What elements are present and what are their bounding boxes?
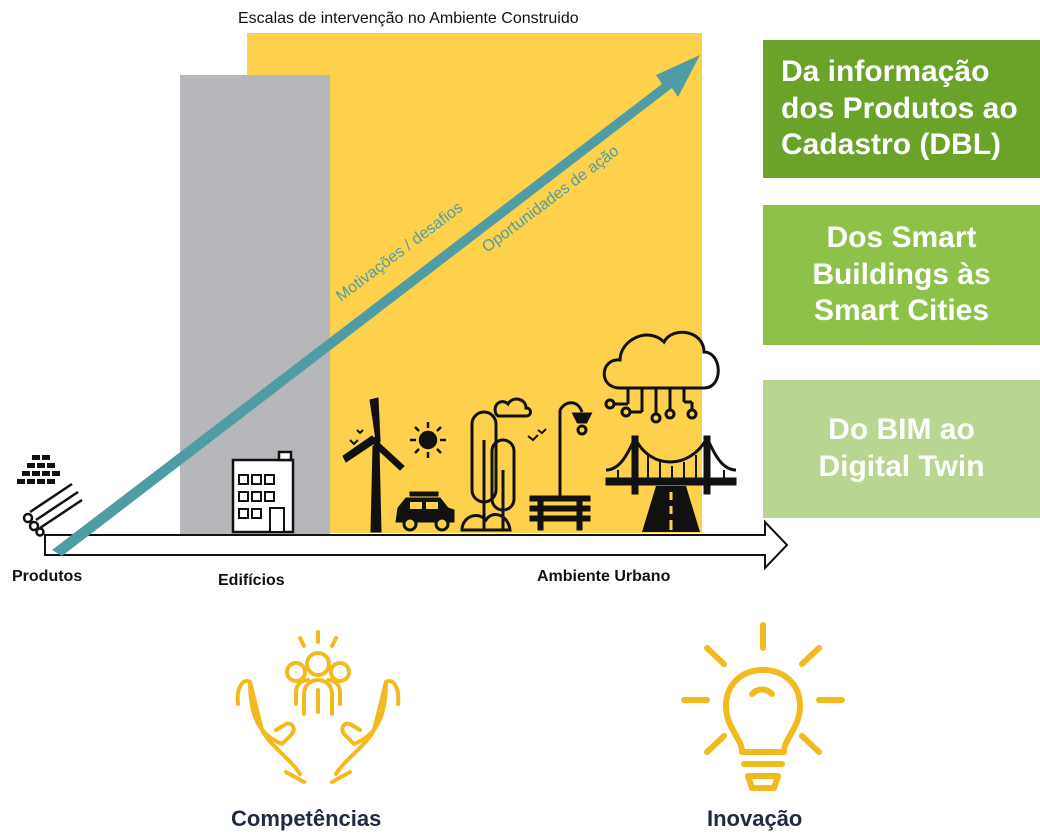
box-bim-digital-twin: Do BIM ao Digital Twin xyxy=(763,380,1040,518)
cloud-network-icon xyxy=(602,330,720,424)
scale-axis-arrow xyxy=(44,519,789,571)
axis-label-ambiente-urbano: Ambiente Urbano xyxy=(537,568,671,585)
car-icon xyxy=(395,491,455,532)
diagram-title: Escalas de intervenção no Ambiente Const… xyxy=(238,10,579,27)
birds-icon xyxy=(527,428,547,442)
small-cloud-icon xyxy=(493,397,532,418)
box-product-info-text: Da informação dos Produtos ao Cadastro (… xyxy=(781,55,1018,162)
sun-icon xyxy=(410,422,446,458)
products-icon xyxy=(17,455,83,537)
progress-arrow xyxy=(52,55,700,556)
box-bim-digital-twin-text: Do BIM ao Digital Twin xyxy=(818,413,985,483)
box-smart-buildings: Dos Smart Buildings às Smart Cities xyxy=(763,205,1040,345)
competencias-label: Competências xyxy=(231,806,382,831)
lightbulb-icon xyxy=(681,622,845,791)
hands-people-icon xyxy=(235,630,401,784)
box-product-info: Da informação dos Produtos ao Cadastro (… xyxy=(763,40,1040,178)
wind-turbine-icon xyxy=(342,397,405,533)
axis-label-edificios: Edifícios xyxy=(218,572,285,589)
axis-label-produtos: Produtos xyxy=(12,568,83,585)
bridge-icon xyxy=(605,435,737,495)
road-icon xyxy=(642,486,700,532)
trees-icon xyxy=(460,410,516,532)
building-icon xyxy=(231,450,295,534)
inovacao-label: Inovação xyxy=(707,806,803,831)
building-scale-column xyxy=(180,75,330,535)
bench-icon xyxy=(529,495,591,531)
box-smart-buildings-text: Dos Smart Buildings às Smart Cities xyxy=(812,221,991,328)
arrow-label-lower: Oportunidades de ação xyxy=(479,142,622,256)
street-lamp-icon xyxy=(558,401,593,500)
